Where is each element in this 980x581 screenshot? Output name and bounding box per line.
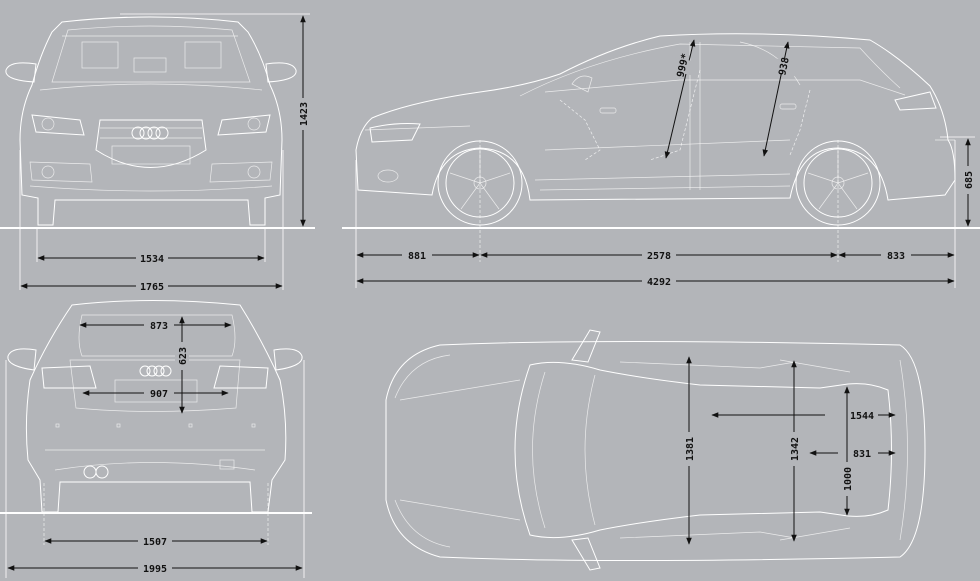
rear-overhang-label: 833 xyxy=(887,251,905,262)
tailgate-height-label: 623 xyxy=(178,347,189,365)
side-view: 999* 938 685 881 2578 833 4292 xyxy=(342,33,980,288)
cargo-length-min-label: 831 xyxy=(853,449,871,460)
front-overhang-label: 881 xyxy=(408,251,426,262)
rear-track-label: 1507 xyxy=(143,537,167,548)
front-view: 1423 1534 1765 xyxy=(0,13,315,293)
cargo-width-label: 1000 xyxy=(843,467,854,491)
front-headroom-label: 999* xyxy=(675,52,691,78)
wheelbase-label: 2578 xyxy=(647,251,671,262)
tailgate-bottom-width-label: 907 xyxy=(150,389,168,400)
front-height-label: 1423 xyxy=(299,102,310,126)
width-with-mirrors-label: 1995 xyxy=(143,564,167,575)
top-view: 1381 1342 1544 831 1000 xyxy=(385,329,926,571)
rear-headroom-label: 938 xyxy=(777,57,792,77)
rear-shoulder-width-label: 1342 xyxy=(790,437,801,461)
front-width-label: 1765 xyxy=(140,282,164,293)
rear-view: 873 623 907 1507 1995 xyxy=(0,300,312,578)
sill-height-label: 685 xyxy=(964,171,975,189)
front-track-label: 1534 xyxy=(140,254,164,265)
front-shoulder-width-label: 1381 xyxy=(685,437,696,461)
tailgate-top-width-label: 873 xyxy=(150,321,168,332)
length-label: 4292 xyxy=(647,277,671,288)
cargo-length-label: 1544 xyxy=(850,411,874,422)
